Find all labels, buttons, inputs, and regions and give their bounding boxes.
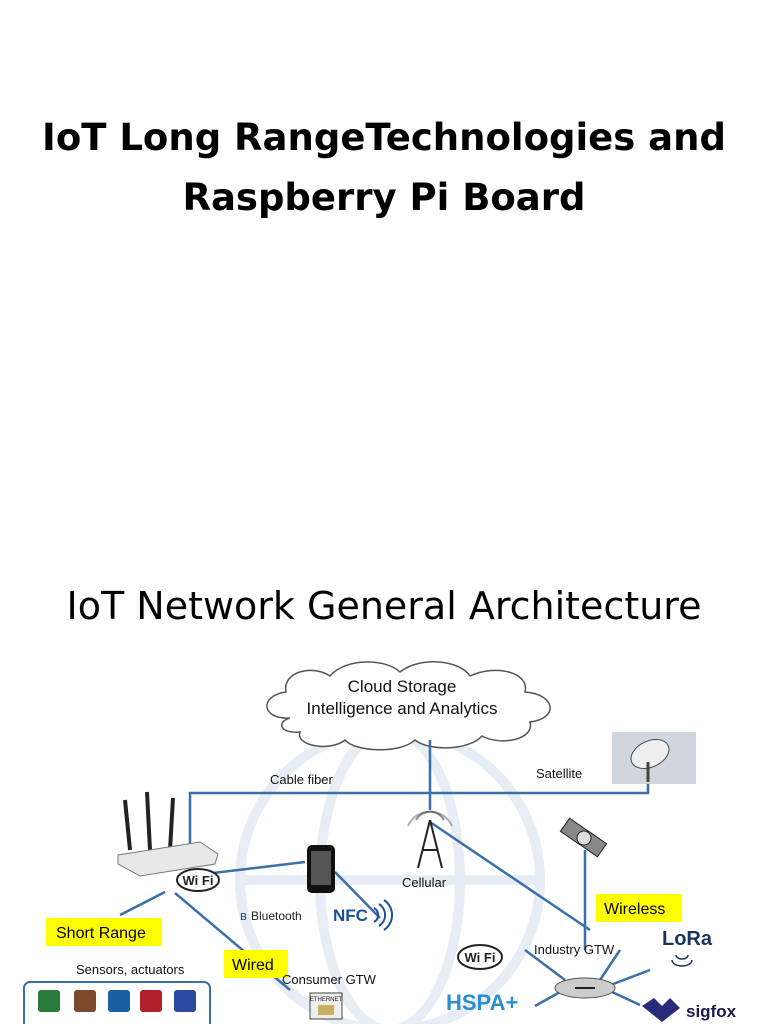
wired-highlight [224,950,288,978]
satellite-dish-icon [612,732,696,784]
industry-gateway-icon [554,977,616,999]
slide-1: IoT Long RangeTechnologies and Raspberry… [0,108,768,228]
cellular-label: Cellular [402,875,447,890]
industry-wifi-logo: Wi Fi [457,944,503,970]
wireless-label: Wireless [604,901,665,918]
nfc-label: NFC [333,906,368,925]
slide-2: IoT Network General Architecture Cloud S… [0,560,768,1024]
short-range-label: Short Range [56,925,146,942]
slide-1-title-line-2: Raspberry Pi Board [182,176,586,219]
ethernet-port-icon: ETHERNET [309,992,343,1020]
svg-text:ʙ: ʙ [240,908,247,923]
sensor-icons [23,981,211,1024]
smartphone-icon [307,845,335,893]
sigfox-logo: sigfox [642,998,737,1022]
short-range-highlight [46,918,162,946]
lora-label: LoRa [662,928,713,950]
wireless-highlight [596,894,682,922]
architecture-diagram: Cloud Storage Intelligence and Analytics [23,661,737,1024]
bluetooth-logo: ʙ Bluetooth [240,908,302,923]
slide-1-title-line-1: IoT Long RangeTechnologies and [42,116,726,159]
nfc-logo: NFC [333,899,393,931]
ethernet-label: ETHERNET [310,997,343,1003]
industry-wifi-label: Wi Fi [465,950,496,965]
sigfox-label: sigfox [686,1002,737,1021]
bluetooth-label: Bluetooth [251,909,302,923]
slide-2-title: IoT Network General Architecture [66,584,702,628]
router-wifi-logo: Wi Fi [176,868,220,892]
slide-1-title: IoT Long RangeTechnologies and Raspberry… [0,108,768,228]
satellite-icon [559,817,608,858]
industry-gtw-label: Industry GTW [534,942,615,957]
router-icon [117,791,219,877]
lora-logo: LoRa [662,928,713,967]
cloud-line-1: Cloud Storage [348,677,457,696]
consumer-gtw-label: Consumer GTW [282,972,377,987]
cloud-line-2: Intelligence and Analytics [307,699,498,718]
router-wifi-label: Wi Fi [183,873,214,888]
satellite-label: Satellite [536,766,582,781]
hspa-label: HSPA+ [446,990,518,1015]
cell-tower-icon [407,810,453,869]
cable-fiber-label: Cable fiber [270,772,334,787]
sensors-label: Sensors, actuators [76,962,185,977]
wired-label: Wired [232,957,274,974]
cloud-shape [266,661,551,751]
